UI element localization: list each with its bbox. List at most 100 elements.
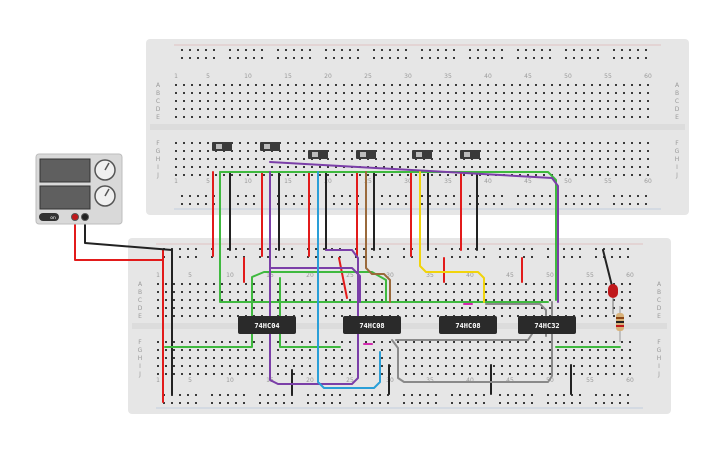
hole[interactable]: [293, 307, 295, 309]
rail-hole[interactable]: [163, 402, 165, 404]
rail-hole[interactable]: [523, 248, 525, 250]
hole[interactable]: [551, 158, 553, 160]
hole[interactable]: [189, 291, 191, 293]
hole[interactable]: [229, 307, 231, 309]
hole[interactable]: [511, 166, 513, 168]
hole[interactable]: [461, 283, 463, 285]
rail-hole[interactable]: [339, 256, 341, 258]
rail-hole[interactable]: [469, 49, 471, 51]
hole[interactable]: [261, 307, 263, 309]
hole[interactable]: [335, 100, 337, 102]
hole[interactable]: [533, 283, 535, 285]
rail-hole[interactable]: [613, 49, 615, 51]
hole[interactable]: [551, 108, 553, 110]
hole[interactable]: [375, 116, 377, 118]
hole[interactable]: [207, 142, 209, 144]
hole[interactable]: [597, 373, 599, 375]
hole[interactable]: [207, 108, 209, 110]
hole[interactable]: [589, 315, 591, 317]
rail-hole[interactable]: [195, 402, 197, 404]
hole[interactable]: [165, 315, 167, 317]
hole[interactable]: [175, 158, 177, 160]
rail-hole[interactable]: [267, 256, 269, 258]
hole[interactable]: [621, 299, 623, 301]
hole[interactable]: [567, 84, 569, 86]
hole[interactable]: [647, 84, 649, 86]
rail-hole[interactable]: [285, 203, 287, 205]
hole[interactable]: [493, 357, 495, 359]
hole[interactable]: [551, 100, 553, 102]
hole[interactable]: [301, 315, 303, 317]
rail-hole[interactable]: [445, 49, 447, 51]
hole[interactable]: [183, 116, 185, 118]
rail-hole[interactable]: [195, 256, 197, 258]
hole[interactable]: [583, 166, 585, 168]
hole[interactable]: [245, 341, 247, 343]
hole[interactable]: [237, 299, 239, 301]
hole[interactable]: [271, 116, 273, 118]
hole[interactable]: [245, 307, 247, 309]
hole[interactable]: [477, 341, 479, 343]
hole[interactable]: [415, 108, 417, 110]
hole[interactable]: [431, 158, 433, 160]
hole[interactable]: [429, 365, 431, 367]
hole[interactable]: [335, 108, 337, 110]
hole[interactable]: [517, 373, 519, 375]
rail-hole[interactable]: [405, 57, 407, 59]
hole[interactable]: [575, 100, 577, 102]
hole[interactable]: [407, 142, 409, 144]
rail-hole[interactable]: [469, 203, 471, 205]
hole[interactable]: [629, 307, 631, 309]
rail-hole[interactable]: [597, 195, 599, 197]
rail-hole[interactable]: [589, 203, 591, 205]
chips[interactable]: 74HC04 74HC08 74HC08 74HC32: [238, 316, 576, 334]
rail-hole[interactable]: [301, 49, 303, 51]
rail-hole[interactable]: [515, 256, 517, 258]
rail-hole[interactable]: [421, 195, 423, 197]
hole[interactable]: [605, 299, 607, 301]
hole[interactable]: [581, 365, 583, 367]
hole[interactable]: [541, 365, 543, 367]
hole[interactable]: [173, 283, 175, 285]
hole[interactable]: [607, 84, 609, 86]
hole[interactable]: [237, 373, 239, 375]
hole[interactable]: [597, 315, 599, 317]
hole[interactable]: [471, 92, 473, 94]
hole[interactable]: [469, 283, 471, 285]
hole[interactable]: [213, 349, 215, 351]
hole[interactable]: [485, 341, 487, 343]
hole[interactable]: [399, 150, 401, 152]
rail-hole[interactable]: [363, 402, 365, 404]
rail-hole[interactable]: [507, 248, 509, 250]
rail-hole[interactable]: [293, 203, 295, 205]
hole[interactable]: [413, 283, 415, 285]
hole[interactable]: [213, 365, 215, 367]
rail-hole[interactable]: [507, 394, 509, 396]
rail-hole[interactable]: [451, 256, 453, 258]
rail-hole[interactable]: [213, 49, 215, 51]
hole[interactable]: [199, 150, 201, 152]
hole[interactable]: [453, 291, 455, 293]
hole[interactable]: [399, 92, 401, 94]
hole[interactable]: [439, 108, 441, 110]
rail-hole[interactable]: [437, 195, 439, 197]
hole[interactable]: [351, 92, 353, 94]
hole[interactable]: [477, 291, 479, 293]
rail-hole[interactable]: [403, 394, 405, 396]
hole[interactable]: [511, 92, 513, 94]
hole[interactable]: [567, 92, 569, 94]
rail-hole[interactable]: [411, 394, 413, 396]
hole[interactable]: [549, 349, 551, 351]
hole[interactable]: [527, 142, 529, 144]
hole[interactable]: [375, 108, 377, 110]
hole[interactable]: [181, 349, 183, 351]
hole[interactable]: [245, 373, 247, 375]
rail-hole[interactable]: [301, 57, 303, 59]
hole[interactable]: [581, 341, 583, 343]
hole[interactable]: [573, 349, 575, 351]
hole[interactable]: [207, 174, 209, 176]
hole[interactable]: [215, 158, 217, 160]
hole[interactable]: [525, 373, 527, 375]
rail-hole[interactable]: [179, 256, 181, 258]
hole[interactable]: [181, 283, 183, 285]
